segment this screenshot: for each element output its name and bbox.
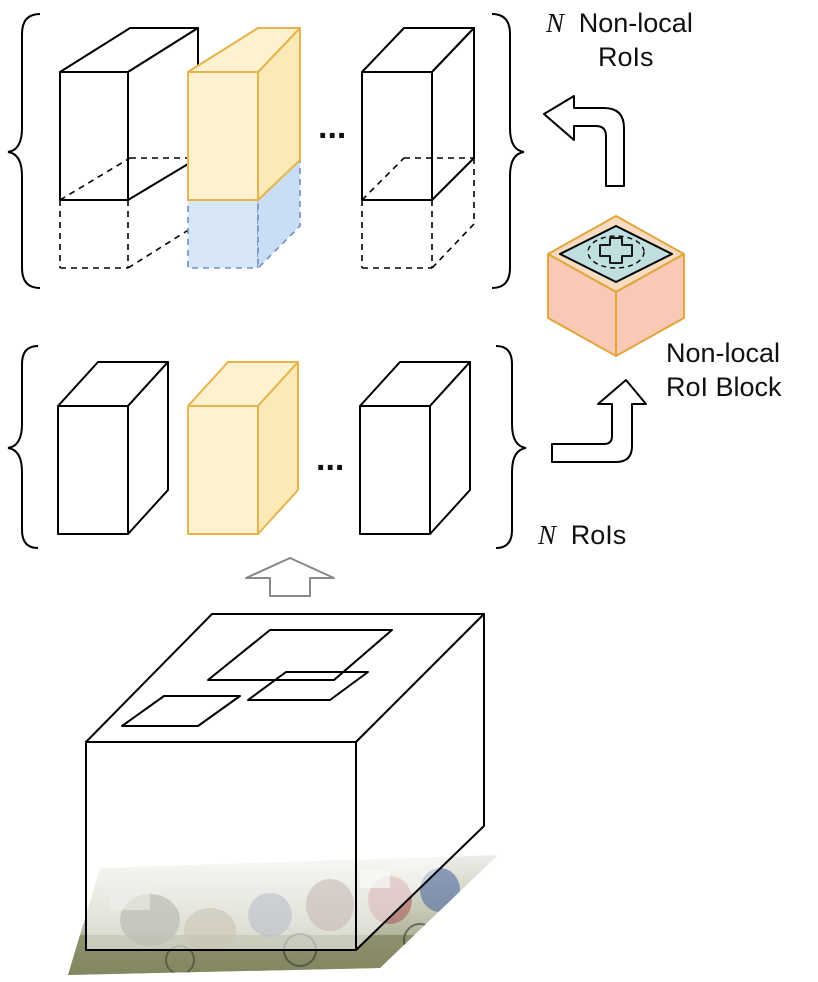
roi-box-2 (247, 671, 369, 701)
top-right-brace (491, 13, 525, 289)
top-roi-cube-1 (59, 27, 199, 269)
top-label-variable: N (545, 8, 566, 38)
plus-icon (599, 237, 633, 264)
roi-box-3 (121, 695, 241, 727)
roi-proposal-boxes (121, 629, 393, 727)
nonlocal-roi-block (547, 215, 685, 357)
feature-map-cube (85, 613, 485, 951)
top-roi-cube-3 (361, 27, 475, 269)
bottom-roi-cube-2 (187, 361, 299, 535)
top-roi-cube-2 (187, 27, 301, 269)
block-label-line2: RoI Block (666, 372, 782, 402)
bottom-roi-cube-1 (57, 361, 169, 535)
top-label-line1: N Non-local (545, 8, 693, 38)
bottom-left-brace (7, 345, 39, 549)
top-left-brace (7, 13, 41, 289)
top-label-line2: RoIs (598, 42, 654, 72)
roi-box-1 (207, 629, 393, 681)
arrow-icon (551, 379, 647, 463)
arrow-icon (245, 557, 335, 597)
bottom-label: N RoIs (537, 520, 626, 550)
bottom-ellipsis: ... (316, 440, 344, 478)
block-label-line1: Non-local (666, 338, 780, 368)
arrow-icon (543, 95, 625, 187)
bottom-label-text: RoIs (571, 520, 627, 550)
bottom-label-variable: N (537, 520, 558, 550)
bottom-right-brace (495, 345, 527, 549)
top-ellipsis: ... (318, 108, 346, 146)
bottom-roi-cube-3 (359, 361, 471, 535)
top-label-text: Non-local (579, 8, 693, 38)
